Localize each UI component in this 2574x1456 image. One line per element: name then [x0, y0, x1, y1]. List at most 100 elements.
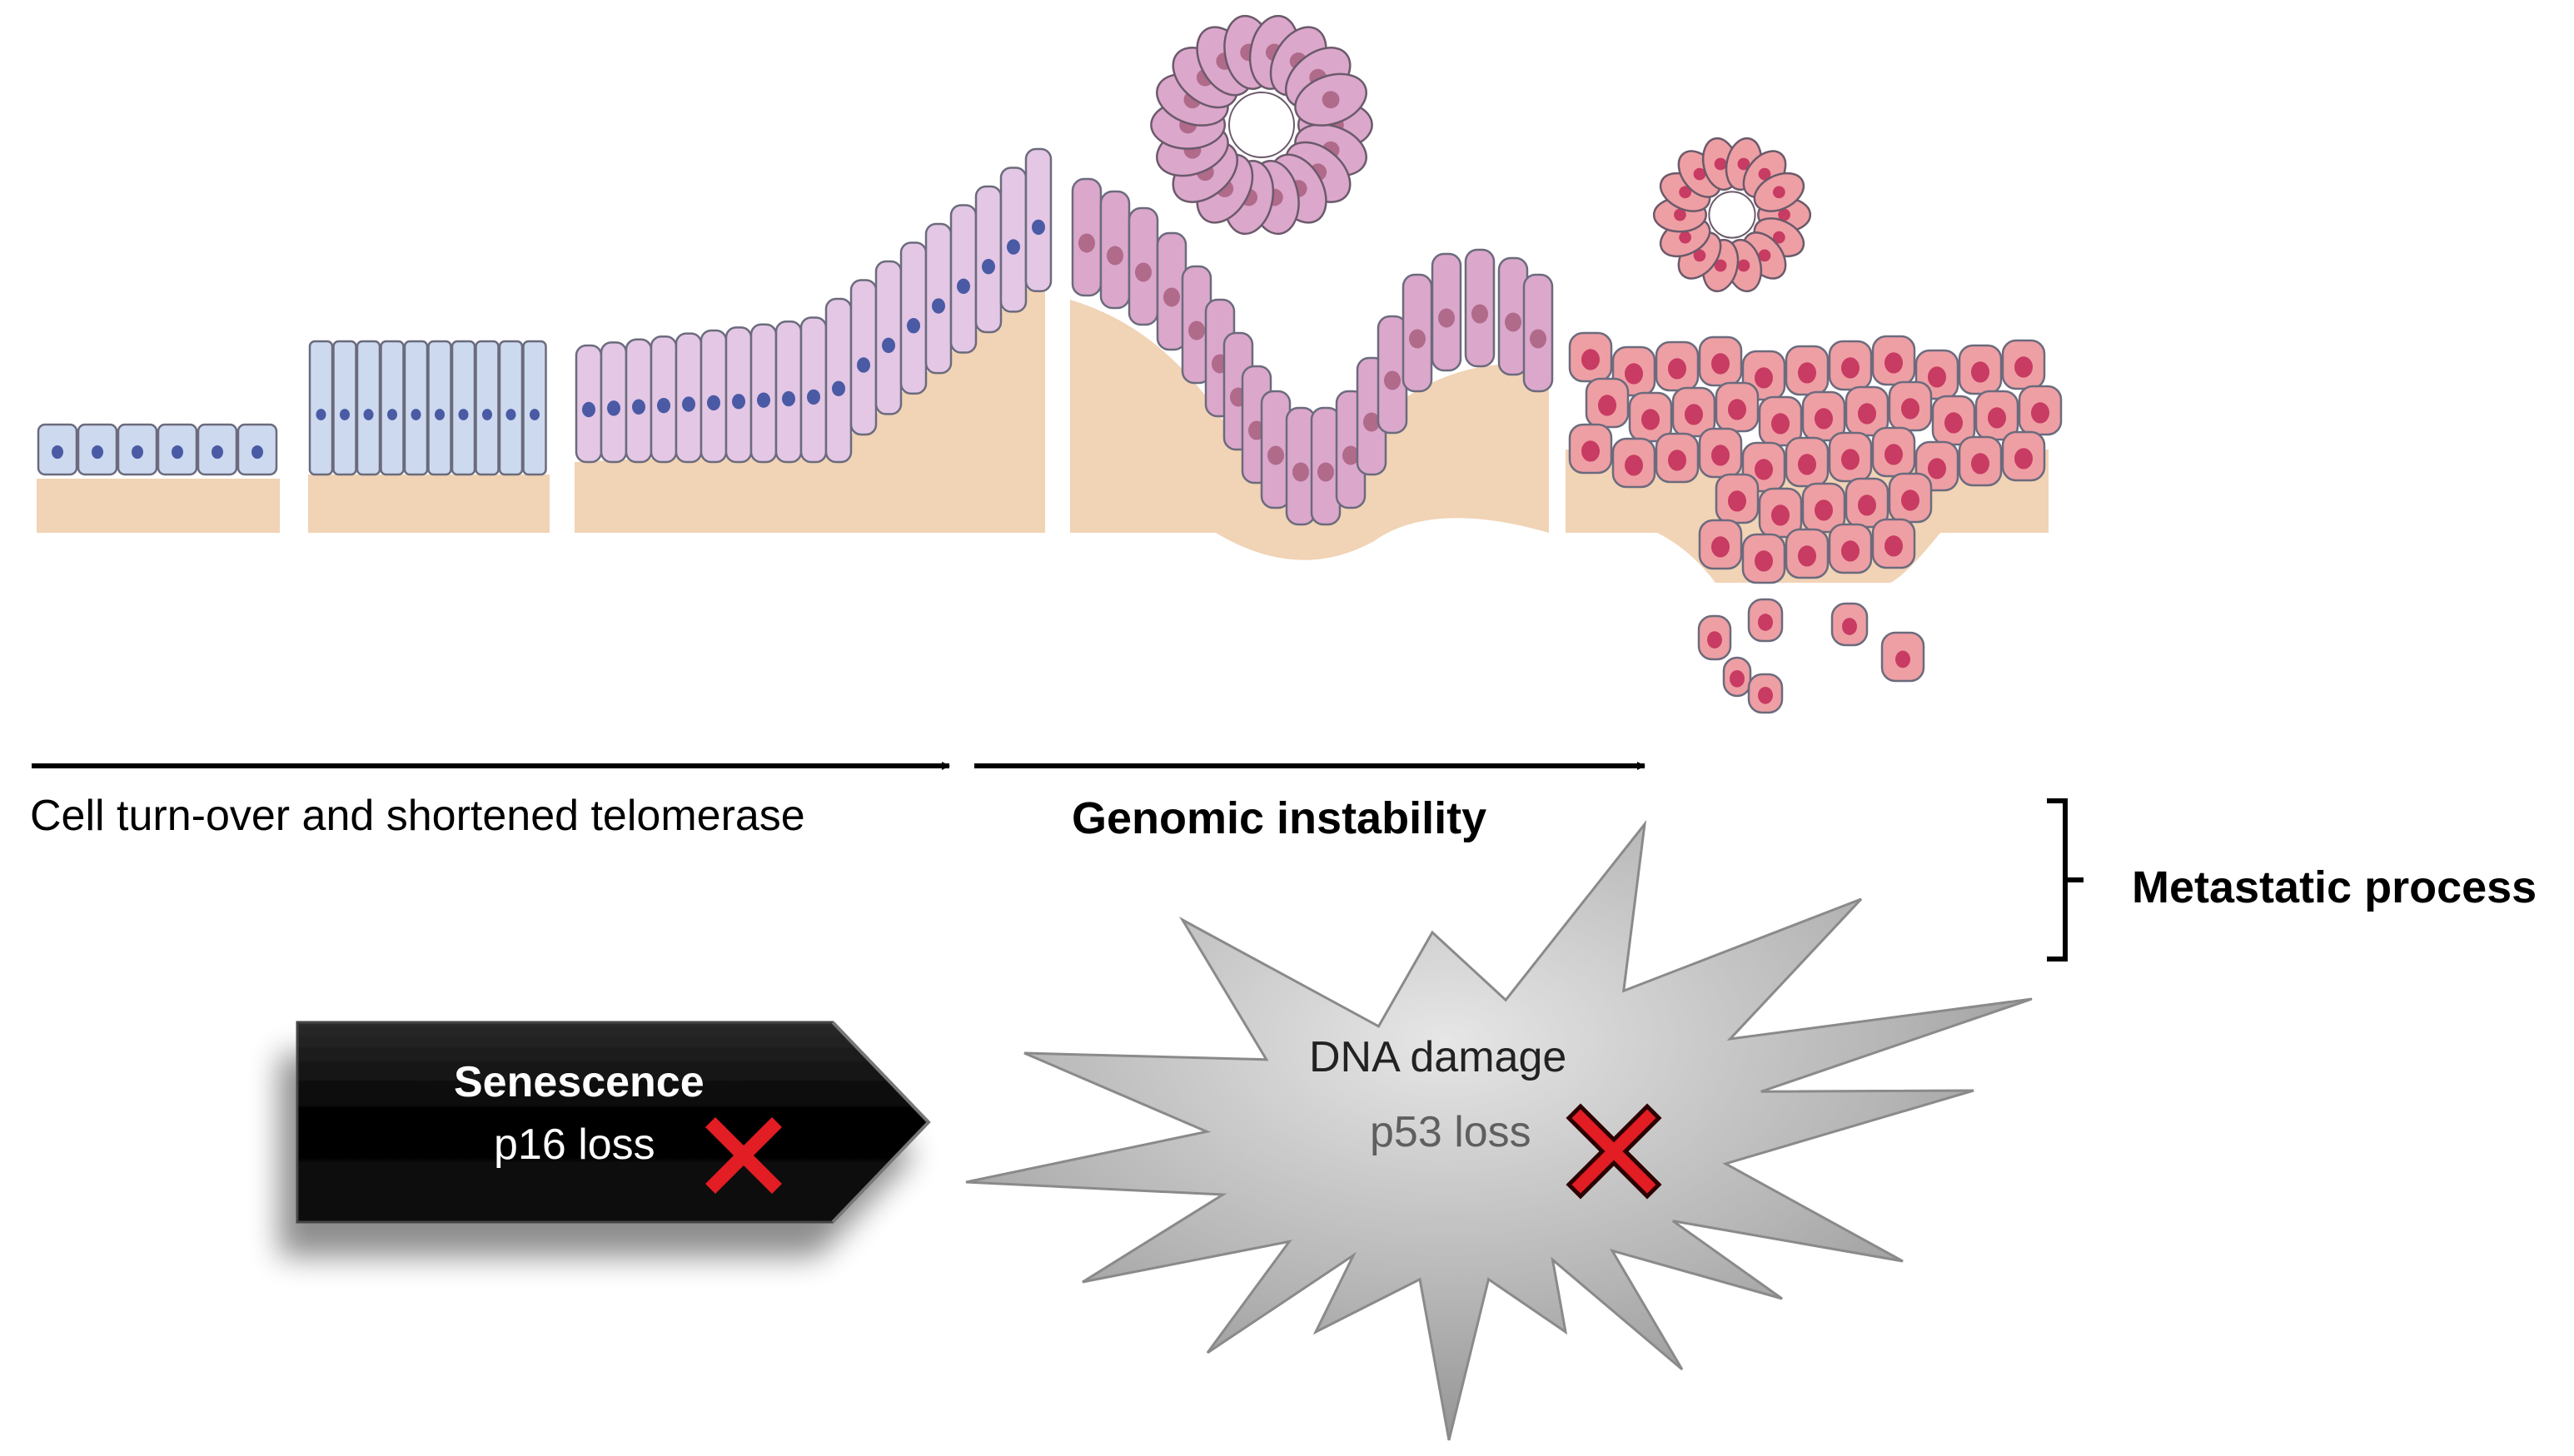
columnar-cell — [498, 340, 524, 476]
carcinoma-cell — [1958, 435, 2003, 487]
senescence-title: Senescence — [454, 1058, 704, 1106]
columnar-cell — [522, 340, 547, 476]
columnar-cell — [427, 340, 452, 476]
dna-damage-starburst — [965, 819, 2033, 1441]
dysplastic-cell — [1402, 273, 1433, 393]
hyperplastic-cell — [625, 338, 653, 464]
detached-cancer-cell — [1830, 602, 1869, 647]
senescence-tag — [296, 1021, 931, 1224]
metastatic-bracket — [2047, 798, 2084, 962]
carcinoma-cell — [1828, 523, 1873, 574]
carcinoma-cell — [1741, 533, 1786, 584]
squamous-cell — [236, 423, 278, 476]
squamous-cell — [117, 423, 158, 476]
hyperplastic-cell — [949, 204, 978, 354]
squamous-cell — [37, 423, 78, 476]
carcinoma-cell — [1758, 487, 1803, 539]
carcinoma-cell — [1958, 344, 2003, 395]
p16-cross-icon — [705, 1117, 782, 1194]
dysplastic-rosette — [1150, 14, 1373, 236]
hyperplastic-cell — [924, 222, 953, 375]
hyperplastic-cell — [799, 316, 828, 464]
carcinoma-cell — [1785, 528, 1830, 579]
hyperplastic-cell — [874, 260, 903, 415]
carcinoma-rosette — [1652, 137, 1812, 293]
squamous-cell — [157, 423, 198, 476]
columnar-cell — [356, 340, 381, 476]
carcinoma-cell — [1698, 335, 1743, 387]
telomere-arrow-label: Cell turn-over and shortened telomerase — [30, 792, 805, 840]
carcinoma-cell — [1698, 519, 1743, 570]
hyperplastic-cell — [849, 279, 878, 436]
hyperplastic-cell — [675, 332, 703, 464]
carcinoma-cell — [1585, 377, 1630, 429]
carcinoma-cell — [1655, 340, 1700, 392]
stage-dysplasia — [1070, 14, 1554, 560]
columnar-cell — [403, 340, 429, 476]
hyperplastic-cell — [999, 166, 1028, 313]
dysplastic-cell — [1464, 248, 1496, 368]
columnar-cell — [380, 340, 405, 476]
carcinoma-cell — [1871, 518, 1916, 569]
carcinoma-cell — [1568, 331, 1613, 383]
carcinoma-cell — [1828, 340, 1873, 391]
carcinoma-cell — [1888, 472, 1933, 524]
p16-loss-label: p16 loss — [494, 1121, 655, 1169]
hyperplastic-cell — [724, 326, 753, 464]
dysplastic-cell — [1071, 177, 1103, 297]
carcinoma-cell — [1828, 431, 1873, 483]
carcinoma-cell — [1715, 473, 1760, 524]
columnar-cell — [451, 340, 476, 476]
metastatic-process-label: Metastatic process — [2132, 862, 2537, 912]
dysplastic-cell — [1128, 206, 1159, 326]
carcinoma-cell — [1931, 395, 1976, 446]
carcinoma-cell — [1568, 423, 1613, 475]
stage-hyperplasia — [575, 147, 1053, 533]
carcinoma-cell — [1628, 391, 1673, 443]
carcinoma-cell — [1801, 390, 1846, 442]
genomic-instability-label: Genomic instability — [1072, 793, 1487, 843]
carcinoma-cell — [1611, 437, 1656, 489]
carcinoma-cell — [2018, 385, 2063, 436]
detached-cancer-cell — [1747, 598, 1784, 643]
stage-normal-squamous — [37, 423, 280, 533]
hyperplastic-cell — [650, 335, 678, 464]
hyperplastic-cell — [899, 241, 928, 395]
stage-columnar — [308, 340, 550, 533]
detached-cancer-cell — [1747, 673, 1784, 714]
carcinoma-cell — [1801, 482, 1846, 534]
hyperplastic-cell — [575, 344, 603, 464]
hyperplastic-cell — [824, 297, 853, 464]
dna-damage-title: DNA damage — [1309, 1033, 1567, 1081]
dysplastic-cell — [1099, 190, 1131, 310]
dysplastic-cell — [1522, 273, 1554, 393]
carcinoma-cell — [2001, 339, 2046, 390]
dysplastic-cell — [1431, 252, 1462, 372]
squamous-cell — [77, 423, 118, 476]
columnar-cell — [475, 340, 500, 476]
p53-loss-label: p53 loss — [1370, 1108, 1531, 1156]
carcinoma-cell — [1785, 436, 1830, 488]
detached-cancer-cell — [1722, 656, 1752, 698]
carcinoma-cell — [1888, 380, 1933, 432]
carcinoma-cell — [2001, 430, 2046, 482]
detached-cancer-cell — [1880, 631, 1925, 683]
stage-carcinoma — [1566, 137, 2063, 714]
hyperplastic-cell — [1024, 147, 1053, 293]
carcinoma-cell — [1871, 335, 1916, 386]
carcinoma-cell — [1871, 426, 1916, 478]
hyperplastic-cell — [700, 329, 728, 464]
columnar-cell — [332, 340, 357, 476]
columnar-cell — [308, 340, 334, 476]
squamous-cell — [197, 423, 238, 476]
carcinoma-cell — [1785, 345, 1830, 396]
carcinoma-cell — [1698, 427, 1743, 479]
hyperplastic-cell — [774, 320, 803, 464]
detached-cancer-cell — [1697, 614, 1732, 661]
hyperplastic-cell — [974, 185, 1003, 334]
hyperplastic-cell — [600, 341, 628, 464]
carcinoma-cell — [1715, 381, 1760, 433]
hyperplastic-cell — [749, 323, 778, 464]
dysplastic-cell — [1156, 231, 1187, 351]
